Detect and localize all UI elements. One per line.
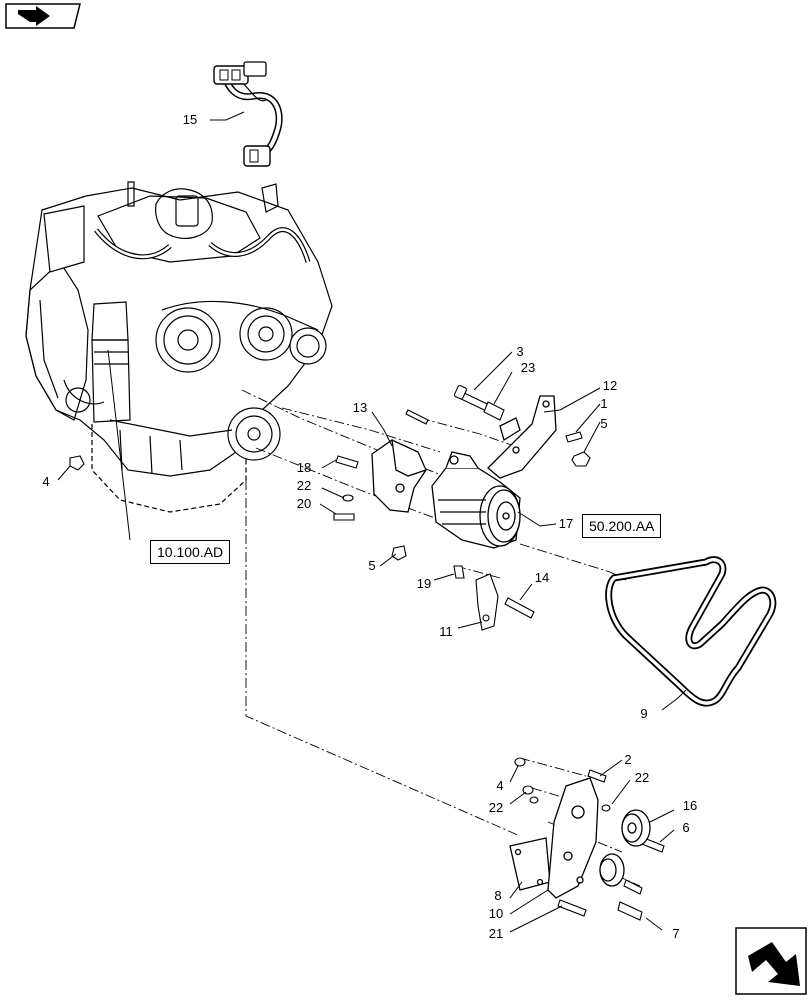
callout-7: 7 — [672, 926, 679, 941]
callout-2: 2 — [624, 752, 631, 767]
callout-5: 5 — [600, 416, 607, 431]
callout-16: 16 — [683, 798, 697, 813]
callout-12: 12 — [603, 378, 617, 393]
callout-22-lower-left: 22 — [489, 800, 503, 815]
callout-18: 18 — [297, 460, 311, 475]
callout-19: 19 — [417, 576, 431, 591]
callout-13: 13 — [353, 400, 367, 415]
callout-10: 10 — [489, 906, 503, 921]
callout-11: 11 — [439, 624, 453, 639]
callout-23: 23 — [521, 360, 535, 375]
compressor-reference-box[interactable]: 50.200.AA — [582, 514, 662, 538]
callout-1: 1 — [600, 396, 607, 411]
engine-assembly — [25, 181, 333, 513]
callout-21: 21 — [489, 926, 503, 941]
callout-9: 9 — [640, 706, 647, 721]
compressor-bracket — [371, 439, 427, 513]
callout-4: 4 — [42, 474, 49, 489]
callout-5-lower: 5 — [368, 558, 375, 573]
engine-reference-box[interactable]: 10.100.AD — [150, 540, 231, 564]
callout-22-lower-right: 22 — [635, 770, 649, 785]
callout-17: 17 — [559, 516, 573, 531]
next-page-arrow-icon[interactable] — [735, 927, 807, 995]
wiring-harness — [213, 61, 283, 167]
tensioner-assembly — [509, 777, 651, 899]
callout-4-lower: 4 — [496, 778, 503, 793]
mounting-plate — [487, 395, 557, 479]
drive-belt — [605, 556, 777, 707]
leader-lines — [57, 111, 687, 933]
hardware — [69, 384, 665, 921]
callout-3: 3 — [516, 344, 523, 359]
callout-22: 22 — [297, 478, 311, 493]
ac-compressor — [431, 451, 521, 549]
navigation-arrow-icon[interactable] — [5, 3, 81, 29]
callout-6: 6 — [682, 820, 689, 835]
callout-14: 14 — [535, 570, 549, 585]
callout-8: 8 — [494, 888, 501, 903]
callout-15: 15 — [183, 112, 197, 127]
callouts: 15 3 23 12 13 1 5 18 22 20 4 17 5 19 14 … — [42, 112, 697, 941]
callout-20: 20 — [297, 496, 311, 511]
